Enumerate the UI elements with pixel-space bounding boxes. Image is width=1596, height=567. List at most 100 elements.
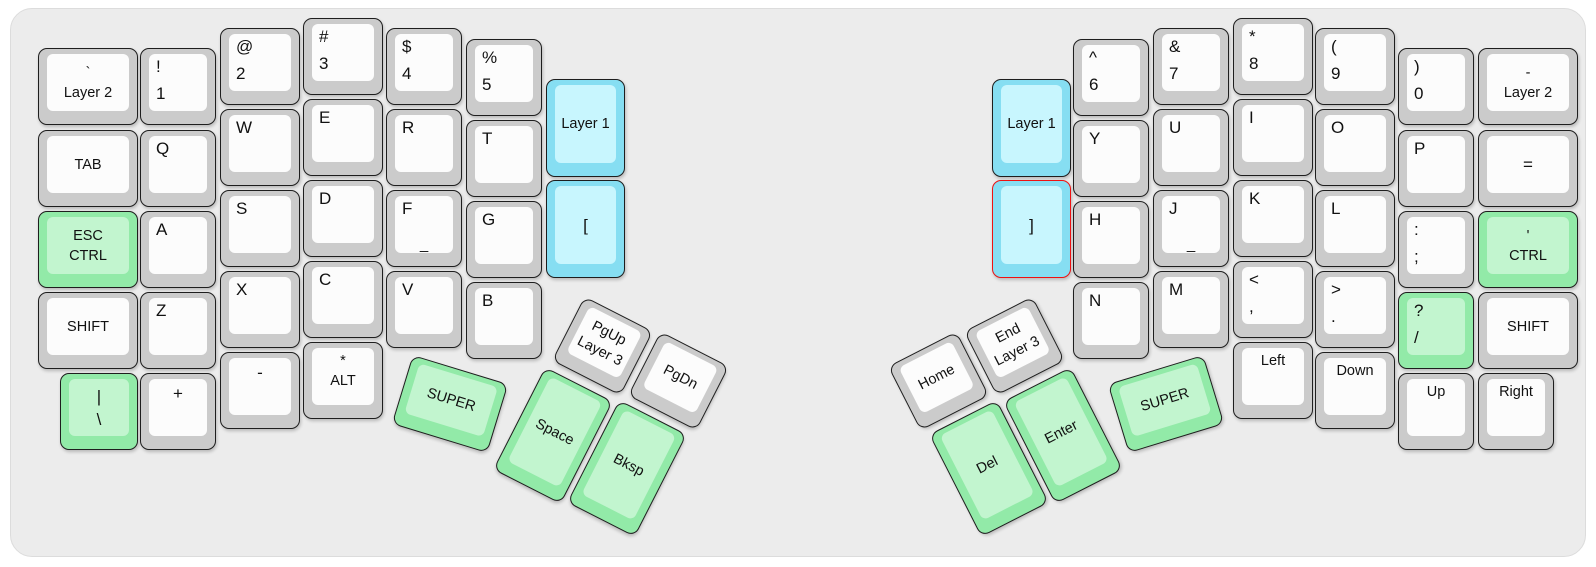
key-s[interactable]: S: [220, 190, 300, 267]
key-r[interactable]: R: [386, 109, 462, 186]
key-m[interactable]: M: [1153, 271, 1229, 348]
key-layer1-left[interactable]: Layer 1: [546, 79, 625, 177]
key-j[interactable]: J_: [1153, 190, 1229, 267]
key-u[interactable]: U: [1153, 109, 1229, 186]
key-at-2[interactable]: @2: [220, 28, 300, 105]
key-question-slash[interactable]: ?/: [1398, 292, 1474, 369]
key-label-grave-layer2: `Layer 2: [63, 64, 113, 101]
key-equals[interactable]: =: [1478, 130, 1578, 207]
key-label-equals: =: [1523, 155, 1533, 174]
keycap-surface-arrow-right: Right: [1487, 379, 1545, 436]
key-quote-ctrl[interactable]: 'CTRL: [1478, 211, 1578, 288]
keycap-surface-a: A: [149, 217, 207, 274]
keycap-surface-v: V: [395, 277, 453, 334]
keycap-surface-plus: +: [149, 379, 207, 436]
key-shift-right[interactable]: SHIFT: [1478, 292, 1578, 369]
key-label-arrow-up: Up: [1426, 384, 1446, 400]
keycap-surface-t: T: [475, 126, 533, 183]
key-label-colon-semicolon: :;: [1414, 220, 1419, 266]
key-label-question-slash: ?/: [1414, 301, 1424, 347]
keycap-surface-pipe-backslash: |\: [69, 379, 129, 436]
key-o[interactable]: O: [1315, 109, 1395, 186]
key-label-e: E: [319, 108, 331, 127]
keycap-surface-w: W: [229, 115, 291, 172]
key-label-at-2: @2: [236, 37, 254, 83]
key-dollar-4[interactable]: $4: [386, 28, 462, 105]
key-layer1-right[interactable]: Layer 1: [992, 79, 1071, 177]
key-star-alt[interactable]: *ALT: [303, 342, 383, 419]
key-rparen-0[interactable]: )0: [1398, 48, 1474, 125]
key-star-8[interactable]: *8: [1233, 18, 1313, 95]
key-label-excl-1: !1: [156, 57, 166, 103]
keycap-surface-colon-semicolon: :;: [1407, 217, 1465, 274]
key-a[interactable]: A: [140, 211, 216, 288]
key-arrow-up[interactable]: Up: [1398, 373, 1474, 450]
key-z[interactable]: Z: [140, 292, 216, 369]
key-caret-6[interactable]: ^6: [1073, 39, 1149, 116]
key-w[interactable]: W: [220, 109, 300, 186]
key-label-dollar-4: $4: [402, 37, 412, 83]
key-minus-layer2[interactable]: -Layer 2: [1478, 48, 1578, 125]
keycap-surface-c: C: [312, 267, 374, 324]
key-h[interactable]: H: [1073, 201, 1149, 278]
key-label-rbracket: ]: [1029, 215, 1034, 235]
key-l[interactable]: L: [1315, 190, 1395, 267]
key-label-o: O: [1331, 118, 1345, 137]
key-pct-5[interactable]: %5: [466, 39, 542, 116]
key-gt-period[interactable]: >.: [1315, 271, 1395, 348]
key-label-p: P: [1414, 139, 1426, 158]
key-rbracket[interactable]: ]: [992, 180, 1071, 278]
keycap-surface-arrow-left: Left: [1242, 348, 1304, 405]
key-c[interactable]: C: [303, 261, 383, 338]
keycap-surface-layer1-left: Layer 1: [555, 85, 616, 163]
key-arrow-right[interactable]: Right: [1478, 373, 1554, 450]
key-label-f: F: [402, 199, 413, 218]
key-hash-3[interactable]: #3: [303, 18, 383, 95]
keycap-surface-gt-period: >.: [1324, 277, 1386, 334]
key-b[interactable]: B: [466, 282, 542, 359]
key-f[interactable]: F_: [386, 190, 462, 267]
key-tab[interactable]: TAB: [38, 130, 138, 207]
keycap-surface-e: E: [312, 105, 374, 162]
key-shift-left[interactable]: SHIFT: [38, 292, 138, 369]
key-y[interactable]: Y: [1073, 120, 1149, 197]
key-g[interactable]: G: [466, 201, 542, 278]
key-label-hash-3: #3: [319, 27, 329, 73]
key-minus[interactable]: -: [220, 352, 300, 429]
key-i[interactable]: I: [1233, 99, 1313, 176]
key-lparen-9[interactable]: (9: [1315, 28, 1395, 105]
key-label-k: K: [1249, 189, 1261, 208]
key-pipe-backslash[interactable]: |\: [60, 373, 138, 450]
keycap-surface-arrow-down: Down: [1324, 358, 1386, 415]
key-excl-1[interactable]: !1: [140, 48, 216, 125]
keycap-surface-f: F_: [395, 196, 453, 253]
key-plus[interactable]: +: [140, 373, 216, 450]
keycap-surface-i: I: [1242, 105, 1304, 162]
key-k[interactable]: K: [1233, 180, 1313, 257]
key-v[interactable]: V: [386, 271, 462, 348]
key-e[interactable]: E: [303, 99, 383, 176]
keycap-surface-l: L: [1324, 196, 1386, 253]
key-n[interactable]: N: [1073, 282, 1149, 359]
key-d[interactable]: D: [303, 180, 383, 257]
key-lt-comma[interactable]: <,: [1233, 261, 1313, 338]
key-p[interactable]: P: [1398, 130, 1474, 207]
key-label-layer1-left: Layer 1: [561, 116, 610, 132]
key-x[interactable]: X: [220, 271, 300, 348]
key-arrow-left[interactable]: Left: [1233, 342, 1313, 419]
key-label-v: V: [402, 280, 414, 299]
key-q[interactable]: Q: [140, 130, 216, 207]
key-t[interactable]: T: [466, 120, 542, 197]
key-label-arrow-left: Left: [1260, 353, 1286, 369]
keycap-surface-y: Y: [1082, 126, 1140, 183]
key-arrow-down[interactable]: Down: [1315, 352, 1395, 429]
key-colon-semicolon[interactable]: :;: [1398, 211, 1474, 288]
key-label-a: A: [156, 220, 168, 239]
key-grave-layer2[interactable]: `Layer 2: [38, 48, 138, 125]
key-amp-7[interactable]: &7: [1153, 28, 1229, 105]
key-lbracket[interactable]: [: [546, 180, 625, 278]
key-label-lbracket: [: [583, 215, 588, 235]
keycap-surface-equals: =: [1487, 136, 1569, 193]
